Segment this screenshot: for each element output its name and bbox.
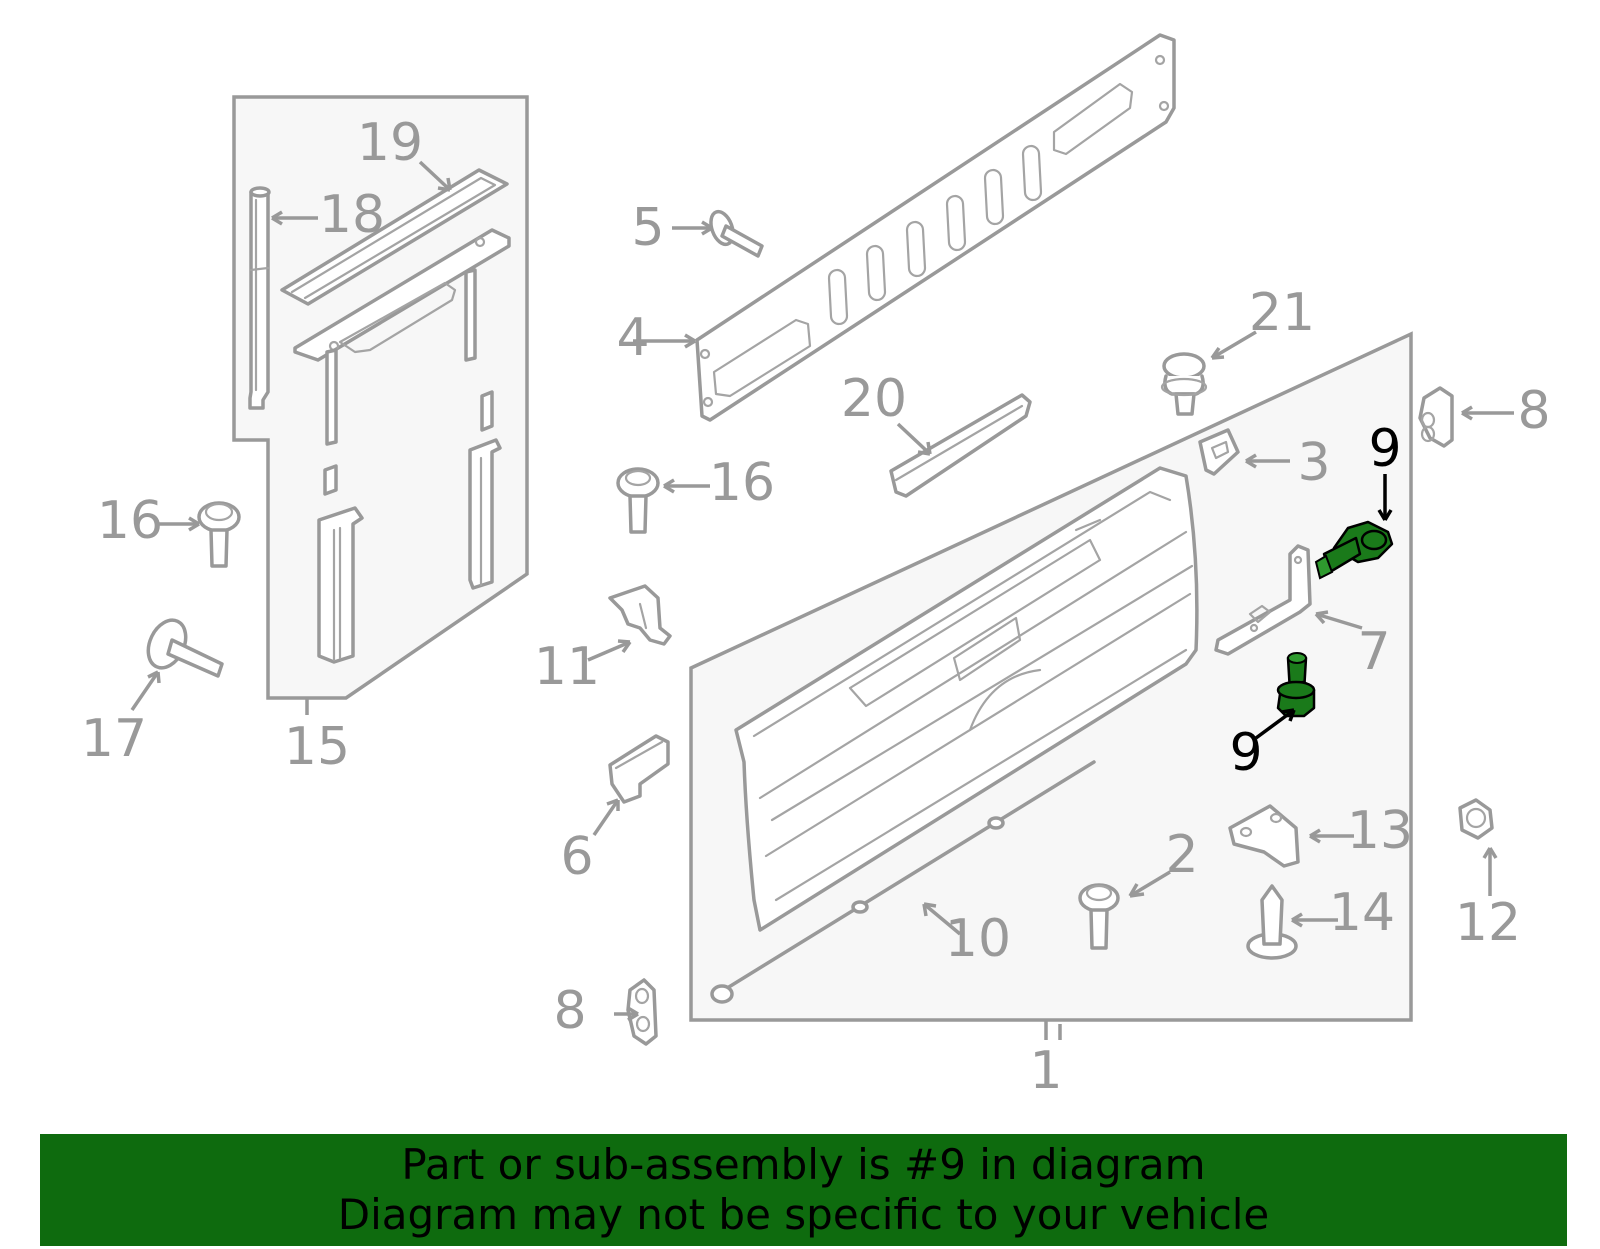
- callout-18: 18: [319, 185, 385, 245]
- callout-10: 10: [945, 909, 1011, 969]
- part-18-rod: [248, 186, 271, 410]
- part-13-plate: [1228, 804, 1300, 868]
- banner-line-2: Diagram may not be specific to your vehi…: [337, 1190, 1270, 1239]
- part-20-strip: [889, 393, 1032, 498]
- callout-16-center: 16: [709, 453, 775, 513]
- callout-4: 4: [616, 308, 649, 368]
- part-3-clip: [1198, 428, 1240, 476]
- part-11-clip: [608, 584, 672, 646]
- left-rod-assembly-b: [468, 390, 502, 590]
- part-4-top-panel: [695, 33, 1176, 422]
- callout-13: 13: [1347, 801, 1413, 861]
- info-banner: Part or sub-assembly is #9 in diagram Di…: [40, 1134, 1567, 1246]
- callout-8-lower: 8: [553, 981, 586, 1041]
- part-21-push-clip: [1160, 352, 1208, 416]
- part-17-pin: [146, 618, 224, 678]
- callout-14: 14: [1329, 883, 1395, 943]
- part-16-bolt-center: [616, 467, 660, 534]
- banner-line-1: Part or sub-assembly is #9 in diagram: [401, 1140, 1206, 1189]
- callout-20: 20: [841, 369, 907, 429]
- callout-1: 1: [1029, 1041, 1062, 1101]
- callout-15: 15: [284, 717, 350, 777]
- callout-19: 19: [357, 113, 423, 173]
- handle-bracket-assembly: [293, 228, 511, 446]
- callout-9-upper: 9: [1368, 419, 1401, 479]
- callout-21: 21: [1249, 283, 1315, 343]
- callout-8-upper: 8: [1517, 381, 1550, 441]
- callout-6: 6: [560, 827, 593, 887]
- callout-2: 2: [1165, 825, 1198, 885]
- callout-arrows: [130, 160, 1514, 1040]
- subassembly-panel-15: [232, 95, 529, 715]
- part-14-stud: [1246, 884, 1298, 960]
- part-2-bolt: [1078, 883, 1120, 950]
- part-16-bolt-left: [197, 501, 241, 568]
- callout-5: 5: [631, 198, 664, 258]
- part-7-bracket: [1214, 544, 1312, 656]
- part-8-bracket-upper: [1418, 386, 1454, 448]
- callout-labels: 1 2 3 4 5 6 7 8 8 9 9 10 11 12 13 14 15 …: [81, 113, 1551, 1101]
- part-9-bolt-upper: [1314, 520, 1394, 580]
- part-19-strip: [280, 168, 509, 306]
- part-10-cable: [710, 760, 1096, 1004]
- tailgate-inner-panel: [734, 466, 1199, 932]
- callout-12: 12: [1455, 893, 1521, 953]
- part-6-block: [608, 734, 670, 804]
- left-rod-assembly-a: [317, 464, 364, 664]
- callout-9-lower: 9: [1229, 723, 1262, 783]
- callout-17: 17: [81, 709, 147, 769]
- callout-3: 3: [1297, 433, 1330, 493]
- callout-7: 7: [1357, 622, 1390, 682]
- part-12-nut: [1458, 798, 1494, 840]
- callout-11: 11: [534, 637, 600, 697]
- callout-16-left: 16: [97, 491, 163, 551]
- part-9-bolt-lower: [1276, 652, 1316, 718]
- part-5-pin: [709, 209, 764, 258]
